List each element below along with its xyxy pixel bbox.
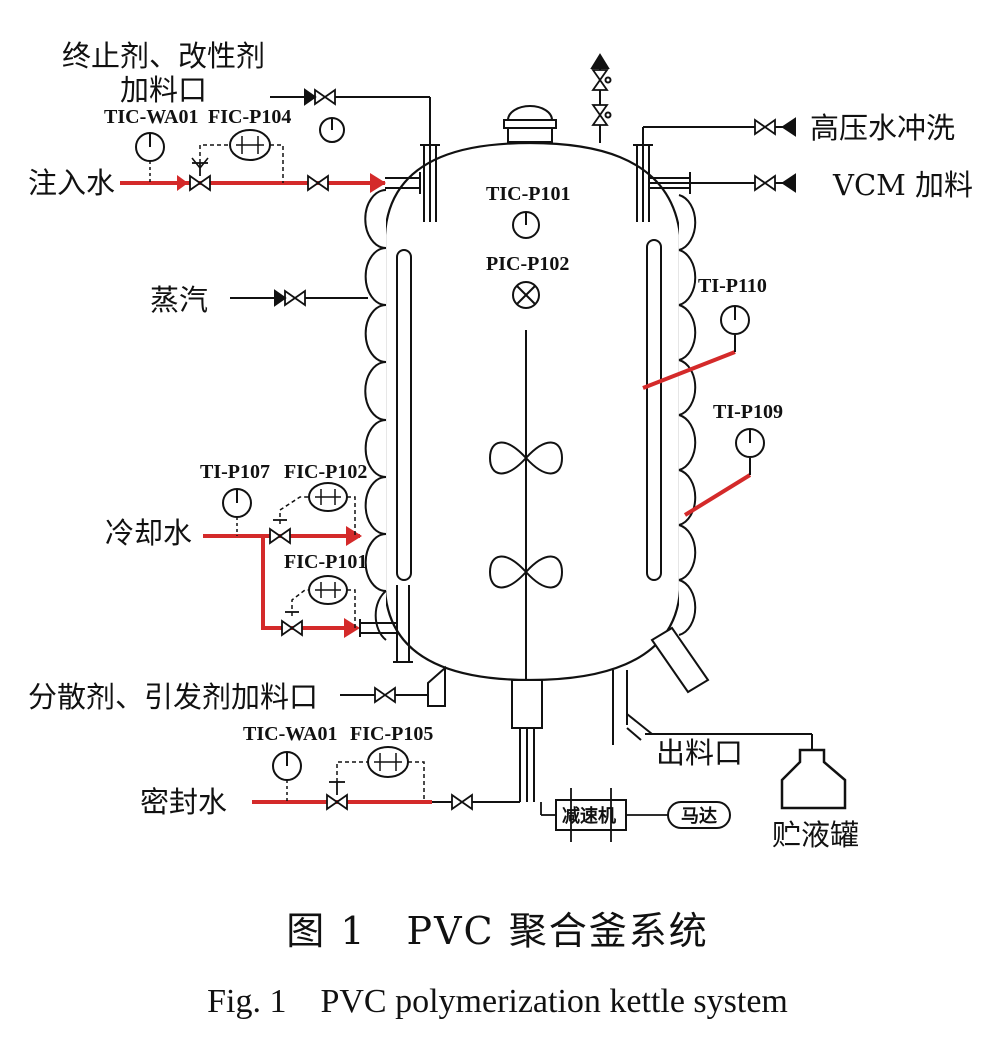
side-nozzle <box>650 626 710 694</box>
top-manway <box>503 105 557 143</box>
cooling-water-line <box>203 482 413 663</box>
vcm-feed-line <box>650 172 796 194</box>
internal-instruments <box>512 211 540 309</box>
bottom-shaft-housing <box>511 679 543 802</box>
hp-water-flush-line <box>633 117 796 222</box>
agitator <box>488 330 564 680</box>
seal-water-line <box>252 746 520 810</box>
figure-caption-cn: 图 1 PVC 聚合釜系统 <box>286 909 709 953</box>
tic-wa01-bottom-tag: TIC-WA01 <box>243 723 337 745</box>
inject-water-label: 注入水 <box>28 166 115 200</box>
reducer-label: 减速机 <box>562 805 616 827</box>
storage-tank-label: 贮液罐 <box>772 818 859 852</box>
hp-water-flush-label: 高压水冲洗 <box>810 111 955 145</box>
vcm-feed-label: VCM 加料 <box>832 168 973 202</box>
steam-label: 蒸汽 <box>150 283 208 317</box>
figure-caption-en: Fig. 1 PVC polymerization kettle system <box>207 983 788 1020</box>
steam-line <box>230 289 368 307</box>
ti-p109-tag: TI-P109 <box>713 401 783 423</box>
ti-p110-tag: TI-P110 <box>698 275 767 297</box>
terminator-feed-line <box>270 88 440 222</box>
motor-label: 马达 <box>681 805 717 827</box>
seal-water-label: 密封水 <box>140 785 227 819</box>
ti-p109-indicator <box>683 428 765 517</box>
tic-p101-tag: TIC-P101 <box>486 183 570 205</box>
dispersant-feed-line <box>340 665 446 707</box>
motor-box <box>667 801 731 829</box>
pic-p102-tag: PIC-P102 <box>486 253 569 275</box>
internal-baffles <box>396 239 662 581</box>
fic-p105-tag: FIC-P105 <box>350 723 433 745</box>
top-vent <box>590 53 612 143</box>
gearbox-and-motor <box>540 788 731 842</box>
fic-p101-tag: FIC-P101 <box>284 551 367 573</box>
fic-p102-tag: FIC-P102 <box>284 461 367 483</box>
fic-p104-tag: FIC-P104 <box>208 106 291 128</box>
outlet-label: 出料口 <box>656 736 743 770</box>
jacket-coils-left <box>364 189 387 641</box>
dispersant-feed-label: 分散剂、引发剂加料口 <box>28 680 318 714</box>
terminator-feed-label-1: 终止剂、改性剂 <box>62 39 265 73</box>
ti-p110-indicator <box>642 305 750 390</box>
terminator-feed-label-2: 加料口 <box>120 73 207 107</box>
ti-p107-tag: TI-P107 <box>200 461 270 483</box>
cooling-water-label: 冷却水 <box>105 516 192 550</box>
tic-wa01-top-tag: TIC-WA01 <box>104 106 198 128</box>
inject-water-line <box>120 117 421 194</box>
storage-tank <box>780 748 847 810</box>
discharge-line <box>612 670 813 750</box>
jacket-coils-right <box>678 194 697 636</box>
